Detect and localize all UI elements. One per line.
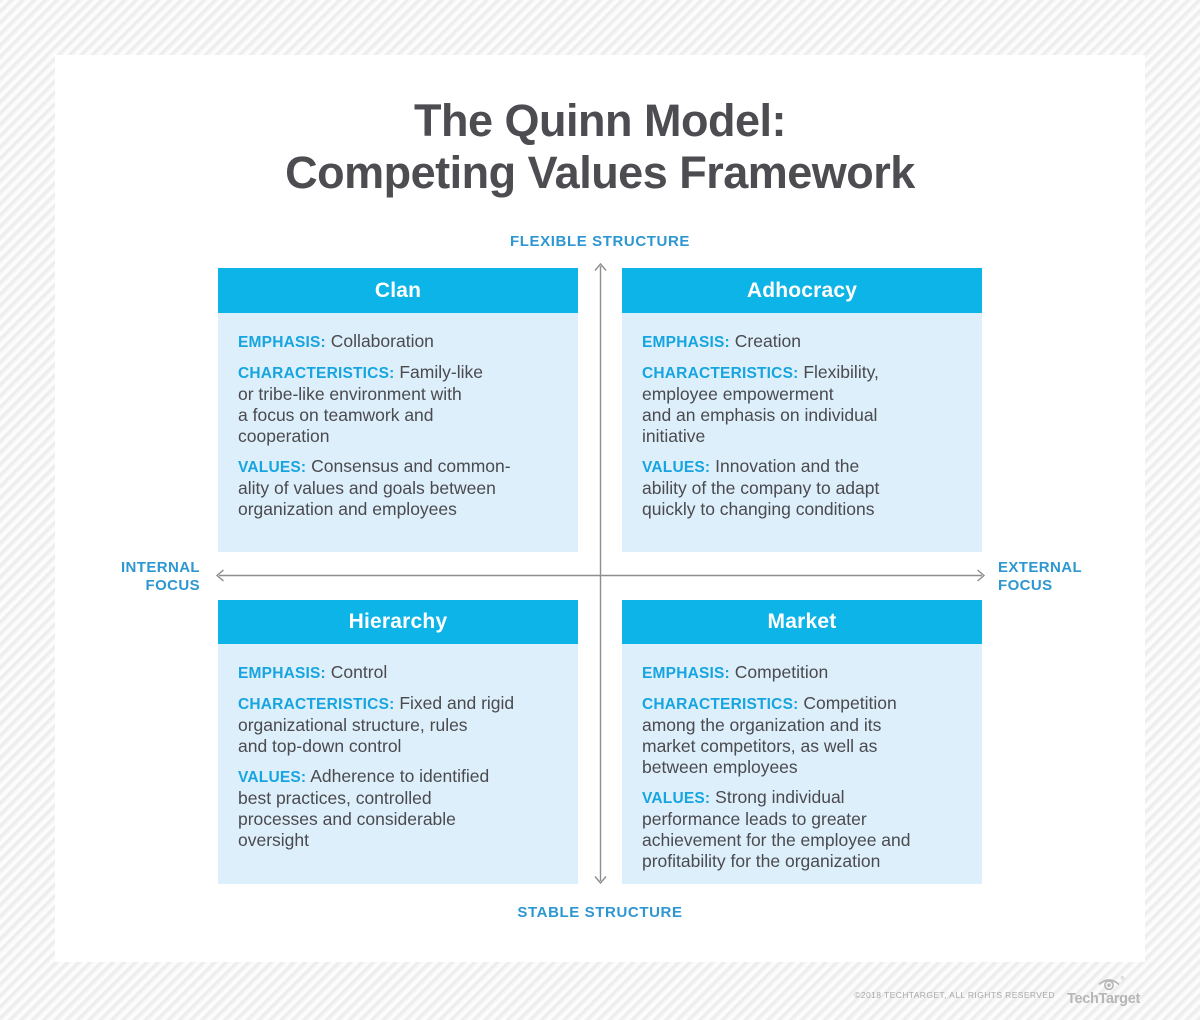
emphasis-label: EMPHASIS: [238,665,326,682]
hierarchy-emphasis-text: Control [330,662,388,682]
values-label: VALUES: [642,790,711,807]
emphasis-label: EMPHASIS: [238,334,326,351]
page-title-line2: Competing Values Framework [285,147,915,198]
quadrant-market-title: Market [622,600,982,644]
quadrant-adhocracy: Adhocracy EMPHASIS: Creation CHARACTERIS… [622,268,982,552]
characteristics-label: CHARACTERISTICS: [642,365,799,382]
quadrant-hierarchy: Hierarchy EMPHASIS: Control CHARACTERIST… [218,600,578,884]
clan-characteristics-text: Family-like or tribe-like environment wi… [238,362,483,446]
adhocracy-values-text: Innovation and the ability of the compan… [642,456,880,519]
values-label: VALUES: [238,459,307,476]
footer: ©2018 TECHTARGET, ALL RIGHTS RESERVED ® … [854,976,1140,1007]
market-emphasis-text: Competition [734,662,829,682]
clan-emphasis-text: Collaboration [330,331,434,351]
axis-label-stable-structure: STABLE STRUCTURE [517,904,683,921]
characteristics-label: CHARACTERISTICS: [238,696,395,713]
values-label: VALUES: [238,769,307,786]
values-label: VALUES: [642,459,711,476]
quadrant-market: Market EMPHASIS: Competition CHARACTERIS… [622,600,982,884]
quadrant-hierarchy-title: Hierarchy [218,600,578,644]
eye-icon [1098,979,1120,991]
hierarchy-values-text: Adherence to identified best practices, … [238,766,490,850]
adhocracy-characteristics-text: Flexibility, employee empowerment and an… [642,362,879,446]
market-values-text: Strong individual performance leads to g… [642,787,911,871]
axis-label-external-focus: EXTERNAL FOCUS [998,559,1083,594]
characteristics-label: CHARACTERISTICS: [642,696,799,713]
quadrant-hierarchy-body: EMPHASIS: Control CHARACTERISTICS: Fixed… [218,644,578,884]
characteristics-label: CHARACTERISTICS: [238,365,395,382]
quadrant-market-body: EMPHASIS: Competition CHARACTERISTICS: C… [622,644,982,884]
page-title: The Quinn Model: Competing Values Framew… [0,95,1200,199]
registered-mark: ® [1120,976,1125,982]
adhocracy-emphasis-text: Creation [734,331,801,351]
emphasis-label: EMPHASIS: [642,334,730,351]
page-title-line1: The Quinn Model: [414,95,786,146]
quadrant-clan: Clan EMPHASIS: Collaboration CHARACTERIS… [218,268,578,552]
axis-label-flexible-structure: FLEXIBLE STRUCTURE [510,233,690,250]
axis-label-internal-focus: INTERNAL FOCUS [120,559,200,594]
quadrant-adhocracy-title: Adhocracy [622,268,982,313]
clan-values-text: Consensus and common- ality of values an… [238,456,511,519]
emphasis-label: EMPHASIS: [642,665,730,682]
hierarchy-characteristics-text: Fixed and rigid organizational structure… [238,693,515,756]
quadrant-adhocracy-body: EMPHASIS: Creation CHARACTERISTICS: Flex… [622,313,982,552]
copyright-text: ©2018 TECHTARGET, ALL RIGHTS RESERVED [854,990,1055,1000]
quadrant-clan-title: Clan [218,268,578,313]
techtarget-logo: ® TechTarget [1066,976,1140,1007]
quadrant-clan-body: EMPHASIS: Collaboration CHARACTERISTICS:… [218,313,578,552]
techtarget-logo-text: TechTarget [1066,991,1140,1007]
market-characteristics-text: Competition among the organization and i… [642,693,897,777]
